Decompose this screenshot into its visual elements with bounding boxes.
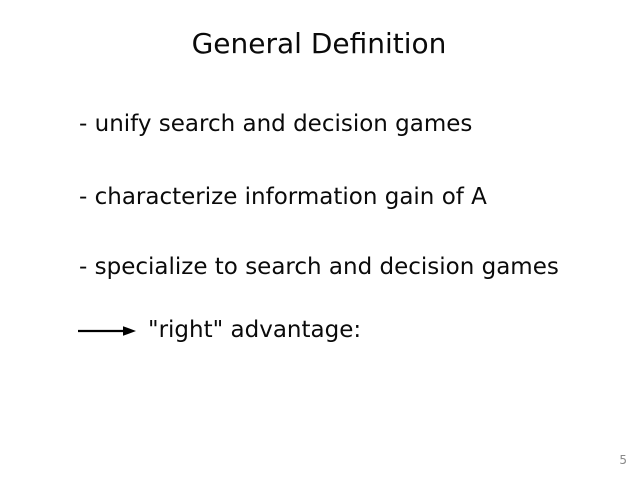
arrow-row: "right" advantage:	[77, 317, 361, 345]
right-arrow-icon	[78, 325, 136, 336]
page-number: 5	[619, 453, 627, 467]
bullet-item: - specialize to search and decision game…	[79, 254, 559, 280]
bullet-item: - characterize information gain of A	[79, 184, 487, 210]
slide-title: General Definition	[191, 27, 447, 60]
bullet-item: - unify search and decision games	[79, 111, 473, 137]
arrow-label: "right" advantage:	[148, 317, 362, 343]
